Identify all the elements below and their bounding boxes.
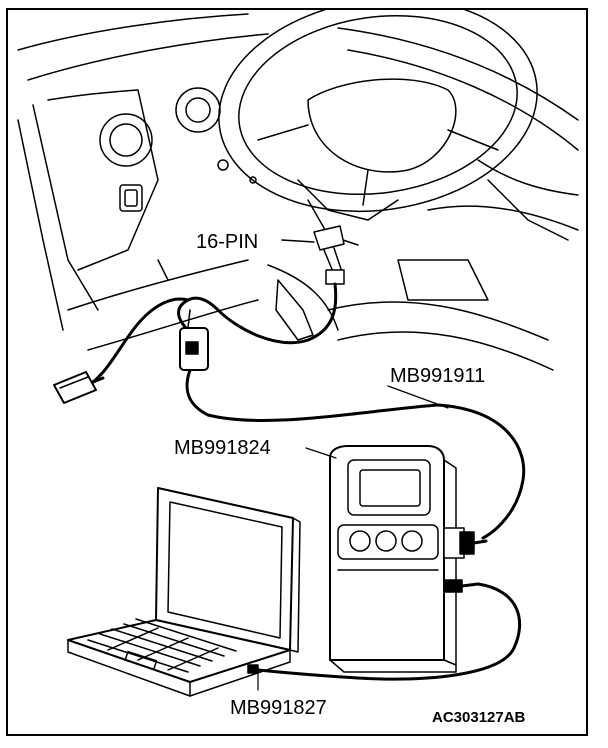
figure-code: AC303127AB [432,709,526,726]
diagram-frame: 16-PIN MB991911 MB991824 MB991827 AC3031… [6,8,588,736]
dashboard-drawing [17,13,579,371]
diagram-illustration [17,10,579,697]
spare-connector-drawing [53,371,105,404]
laptop-drawing [67,487,301,697]
interface-unit-drawing [329,445,488,673]
leader-lines [257,385,449,691]
label-mb991824: MB991824 [174,437,271,459]
obd-connector-drawing [281,225,345,285]
harness-cable-drawing [91,282,526,540]
label-mb991911: MB991911 [390,365,486,387]
usb-cable-drawing [256,582,522,681]
label-16-pin: 16-PIN [196,231,259,253]
label-mb991827: MB991827 [230,697,327,719]
steering-wheel-drawing [218,10,538,213]
y-junction-drawing [179,309,209,371]
